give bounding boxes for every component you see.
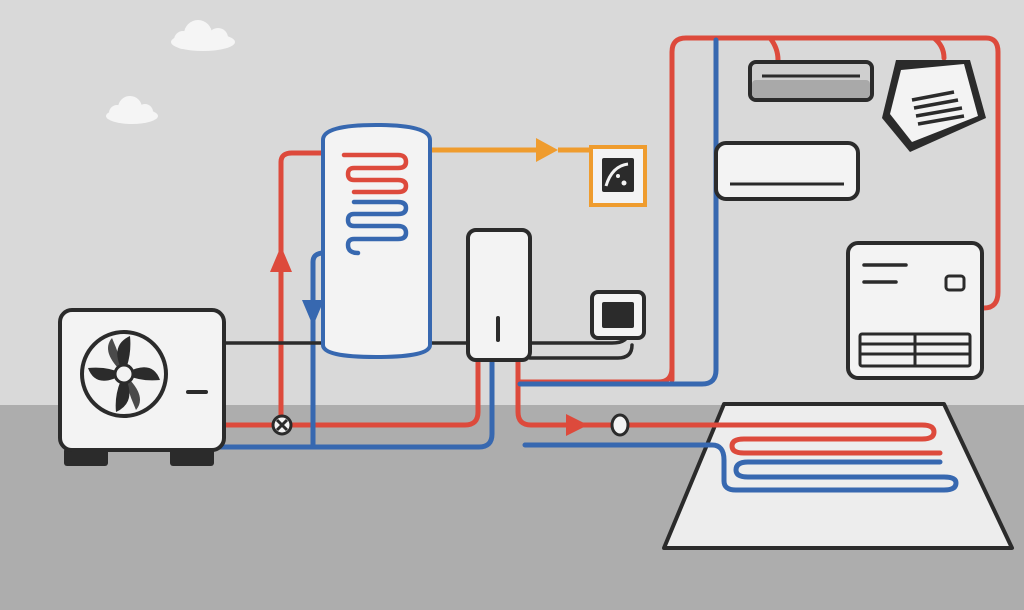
arrow-right-icon (536, 138, 558, 162)
screen-icon (602, 302, 634, 328)
ceiling-cassette-icon (911, 90, 965, 126)
arrow-up-icon (270, 246, 292, 272)
solar-panel (589, 145, 647, 207)
indoor-hydro-unit (466, 228, 532, 362)
outdoor-unit (58, 308, 226, 466)
arrow-down-icon (302, 300, 324, 326)
underfloor-heating (522, 402, 1014, 550)
valve-icon (271, 414, 293, 436)
floor-loop-hot (621, 422, 943, 456)
circulation-pump-icon (610, 413, 630, 437)
cloud-icon (171, 20, 235, 51)
wall-ac-lower (714, 141, 860, 201)
arrow-right-icon (566, 414, 588, 436)
floor-loop-cold (522, 442, 959, 493)
solar-pipe (427, 138, 590, 162)
coil-icon (345, 199, 409, 256)
cloud-icon (106, 96, 158, 124)
coil-icon (341, 152, 409, 195)
hot-water-tank (321, 122, 432, 360)
room-thermostat (590, 290, 646, 340)
fan-coil-icon (858, 332, 972, 368)
floor-console (846, 241, 984, 380)
wall-ac-upper (748, 60, 874, 102)
cassette-ac (882, 60, 986, 152)
